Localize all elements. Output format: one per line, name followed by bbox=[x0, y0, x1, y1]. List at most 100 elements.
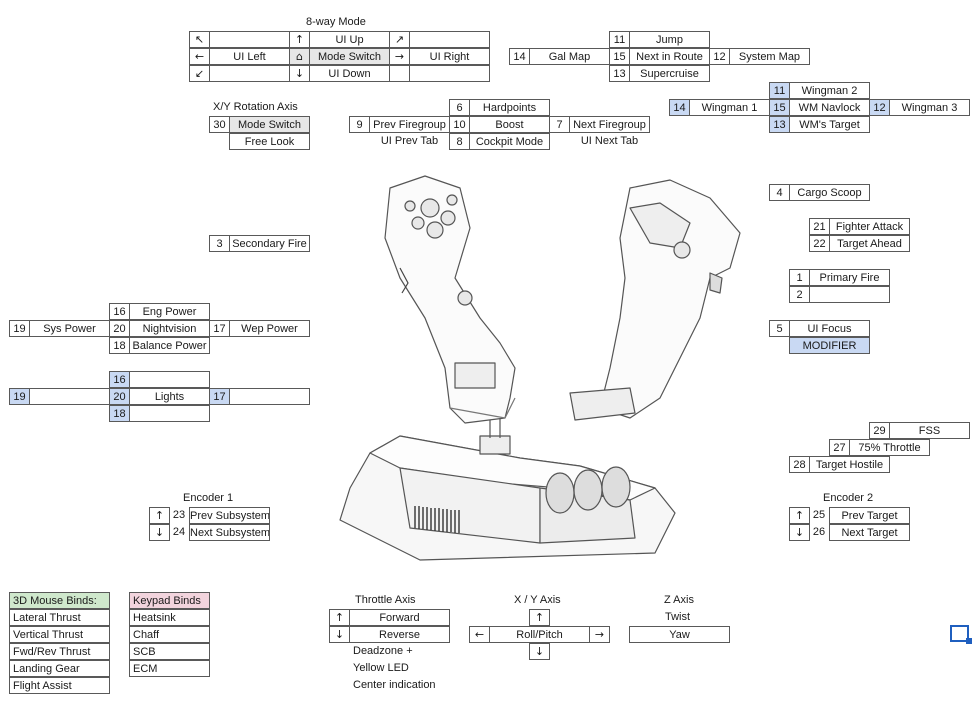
next-target-label[interactable]: Next Target bbox=[829, 524, 910, 541]
keypad-bind-item[interactable]: ECM bbox=[129, 660, 210, 677]
throttle-75-label[interactable]: 75% Throttle bbox=[849, 439, 930, 456]
button-number: 1 bbox=[789, 269, 810, 286]
supercruise-label[interactable]: Supercruise bbox=[629, 65, 710, 82]
mouse-bind-item[interactable]: Vertical Thrust bbox=[9, 626, 110, 643]
wm-target-label[interactable]: WM's Target bbox=[789, 116, 870, 133]
button-number: 16 bbox=[109, 303, 130, 320]
mouse-bind-item[interactable]: Landing Gear bbox=[9, 660, 110, 677]
empty-cell bbox=[389, 65, 410, 82]
button-number: 15 bbox=[769, 99, 790, 116]
throttle-note: Deadzone + bbox=[353, 645, 413, 657]
button-number: 19 bbox=[9, 388, 30, 405]
button-number: 9 bbox=[349, 116, 370, 133]
button-number: 11 bbox=[609, 31, 630, 48]
button-number: 12 bbox=[869, 99, 890, 116]
fss-label[interactable]: FSS bbox=[889, 422, 970, 439]
keypad-bind-item[interactable]: SCB bbox=[129, 643, 210, 660]
mouse-bind-item[interactable]: Fwd/Rev Thrust bbox=[9, 643, 110, 660]
wm-navlock-label[interactable]: WM Navlock bbox=[789, 99, 870, 116]
balance-power-label[interactable]: Balance Power bbox=[129, 337, 210, 354]
z-axis-title: Z Axis bbox=[664, 594, 694, 606]
button-number: 22 bbox=[809, 235, 830, 252]
twist-label: Twist bbox=[665, 611, 691, 623]
throttle-axis-title: Throttle Axis bbox=[355, 594, 416, 606]
empty-cell bbox=[29, 388, 110, 405]
free-look-label[interactable]: Free Look bbox=[229, 133, 310, 150]
eng-power-label[interactable]: Eng Power bbox=[129, 303, 210, 320]
mouse-bind-item[interactable]: Lateral Thrust bbox=[9, 609, 110, 626]
forward-label[interactable]: Forward bbox=[349, 609, 450, 626]
button-number: 17 bbox=[209, 320, 230, 337]
prev-subsystem-label[interactable]: Prev Subsystem bbox=[189, 507, 270, 524]
prev-firegroup-label[interactable]: Prev Firegroup bbox=[369, 116, 450, 133]
button-number: 30 bbox=[209, 116, 230, 133]
button-number: 29 bbox=[869, 422, 890, 439]
ui-up-label[interactable]: UI Up bbox=[309, 31, 390, 48]
encoder-2-title: Encoder 2 bbox=[823, 492, 874, 504]
arrow-down-icon: ↓ bbox=[529, 643, 550, 660]
secondary-fire-label[interactable]: Secondary Fire bbox=[229, 235, 310, 252]
prev-target-label[interactable]: Prev Target bbox=[829, 507, 910, 524]
arrow-up-icon: ↑ bbox=[529, 609, 550, 626]
arrow-down-icon: ↓ bbox=[329, 626, 350, 643]
next-firegroup-label[interactable]: Next Firegroup bbox=[569, 116, 650, 133]
mouse-bind-item[interactable]: Flight Assist bbox=[9, 677, 110, 694]
target-hostile-label[interactable]: Target Hostile bbox=[809, 456, 890, 473]
wingman-1-label[interactable]: Wingman 1 bbox=[689, 99, 770, 116]
reverse-label[interactable]: Reverse bbox=[349, 626, 450, 643]
selection-fill-handle[interactable] bbox=[966, 638, 972, 644]
yaw-label[interactable]: Yaw bbox=[629, 626, 730, 643]
wingman-3-label[interactable]: Wingman 3 bbox=[889, 99, 970, 116]
wep-power-label[interactable]: Wep Power bbox=[229, 320, 310, 337]
nightvision-label[interactable]: Nightvision bbox=[129, 320, 210, 337]
next-subsystem-label[interactable]: Next Subsystem bbox=[189, 524, 270, 541]
gal-map-label[interactable]: Gal Map bbox=[529, 48, 610, 65]
arrow-down-icon: ↓ bbox=[149, 524, 170, 541]
button-number: 17 bbox=[209, 388, 230, 405]
mode-switch-label[interactable]: Mode Switch bbox=[309, 48, 390, 65]
next-in-route-label[interactable]: Next in Route bbox=[629, 48, 710, 65]
ui-down-label[interactable]: UI Down bbox=[309, 65, 390, 82]
throttle-base bbox=[339, 418, 676, 561]
throttle-note: Center indication bbox=[353, 679, 436, 691]
button-number: 14 bbox=[509, 48, 530, 65]
hardpoints-label[interactable]: Hardpoints bbox=[469, 99, 550, 116]
keypad-bind-item[interactable]: Chaff bbox=[129, 626, 210, 643]
primary-fire-label[interactable]: Primary Fire bbox=[809, 269, 890, 286]
empty-cell bbox=[229, 388, 310, 405]
ui-focus-label[interactable]: UI Focus bbox=[789, 320, 870, 337]
keypad-bind-item[interactable]: Heatsink bbox=[129, 609, 210, 626]
lights-label[interactable]: Lights bbox=[129, 388, 210, 405]
roll-pitch-label[interactable]: Roll/Pitch bbox=[489, 626, 590, 643]
button-number: 6 bbox=[449, 99, 470, 116]
button-number: 18 bbox=[109, 405, 130, 422]
arrow-up-icon: ↑ bbox=[789, 507, 810, 524]
fighter-attack-label[interactable]: Fighter Attack bbox=[829, 218, 910, 235]
ui-right-label[interactable]: UI Right bbox=[409, 48, 490, 65]
button-number: 2 bbox=[789, 286, 810, 303]
jump-label[interactable]: Jump bbox=[629, 31, 710, 48]
system-map-label[interactable]: System Map bbox=[729, 48, 810, 65]
cargo-scoop-label[interactable]: Cargo Scoop bbox=[789, 184, 870, 201]
button-number: 25 bbox=[812, 509, 826, 521]
throttle-note: Yellow LED bbox=[353, 662, 409, 674]
ui-next-tab-label: UI Next Tab bbox=[580, 135, 639, 147]
cockpit-mode-label[interactable]: Cockpit Mode bbox=[469, 133, 550, 150]
target-ahead-label[interactable]: Target Ahead bbox=[829, 235, 910, 252]
joystick-grip bbox=[569, 179, 741, 421]
eightway-title: 8-way Mode bbox=[306, 16, 366, 28]
rotation-mode-switch-label[interactable]: Mode Switch bbox=[229, 116, 310, 133]
ui-left-label[interactable]: UI Left bbox=[209, 48, 290, 65]
wingman-2-label[interactable]: Wingman 2 bbox=[789, 82, 870, 99]
arrow-down-icon: ↓ bbox=[789, 524, 810, 541]
cell-selection-box[interactable] bbox=[950, 625, 969, 642]
throttle-grip bbox=[384, 175, 516, 424]
keypad-binds-title: Keypad Binds bbox=[129, 592, 210, 609]
arrow-left-icon: ← bbox=[469, 626, 490, 643]
arrow-right-icon: → bbox=[589, 626, 610, 643]
modifier-label[interactable]: MODIFIER bbox=[789, 337, 870, 354]
boost-label[interactable]: Boost bbox=[469, 116, 550, 133]
sys-power-label[interactable]: Sys Power bbox=[29, 320, 110, 337]
button-number: 27 bbox=[829, 439, 850, 456]
button-number: 12 bbox=[709, 48, 730, 65]
